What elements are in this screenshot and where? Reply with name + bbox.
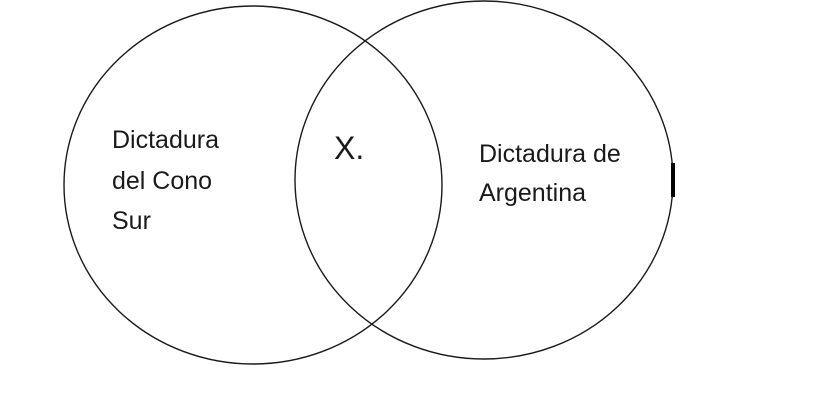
right-set-label-line-2: Argentina (479, 179, 586, 207)
right-set-label-line-1: Dictadura de (479, 140, 621, 168)
left-set-label-line-1: Dictadura (112, 126, 219, 154)
left-set-label-line-3: Sur (112, 207, 151, 235)
left-set-circle (63, 5, 443, 365)
left-set-label-line-2: del Cono (112, 167, 212, 195)
intersection-label: X. (334, 130, 364, 166)
